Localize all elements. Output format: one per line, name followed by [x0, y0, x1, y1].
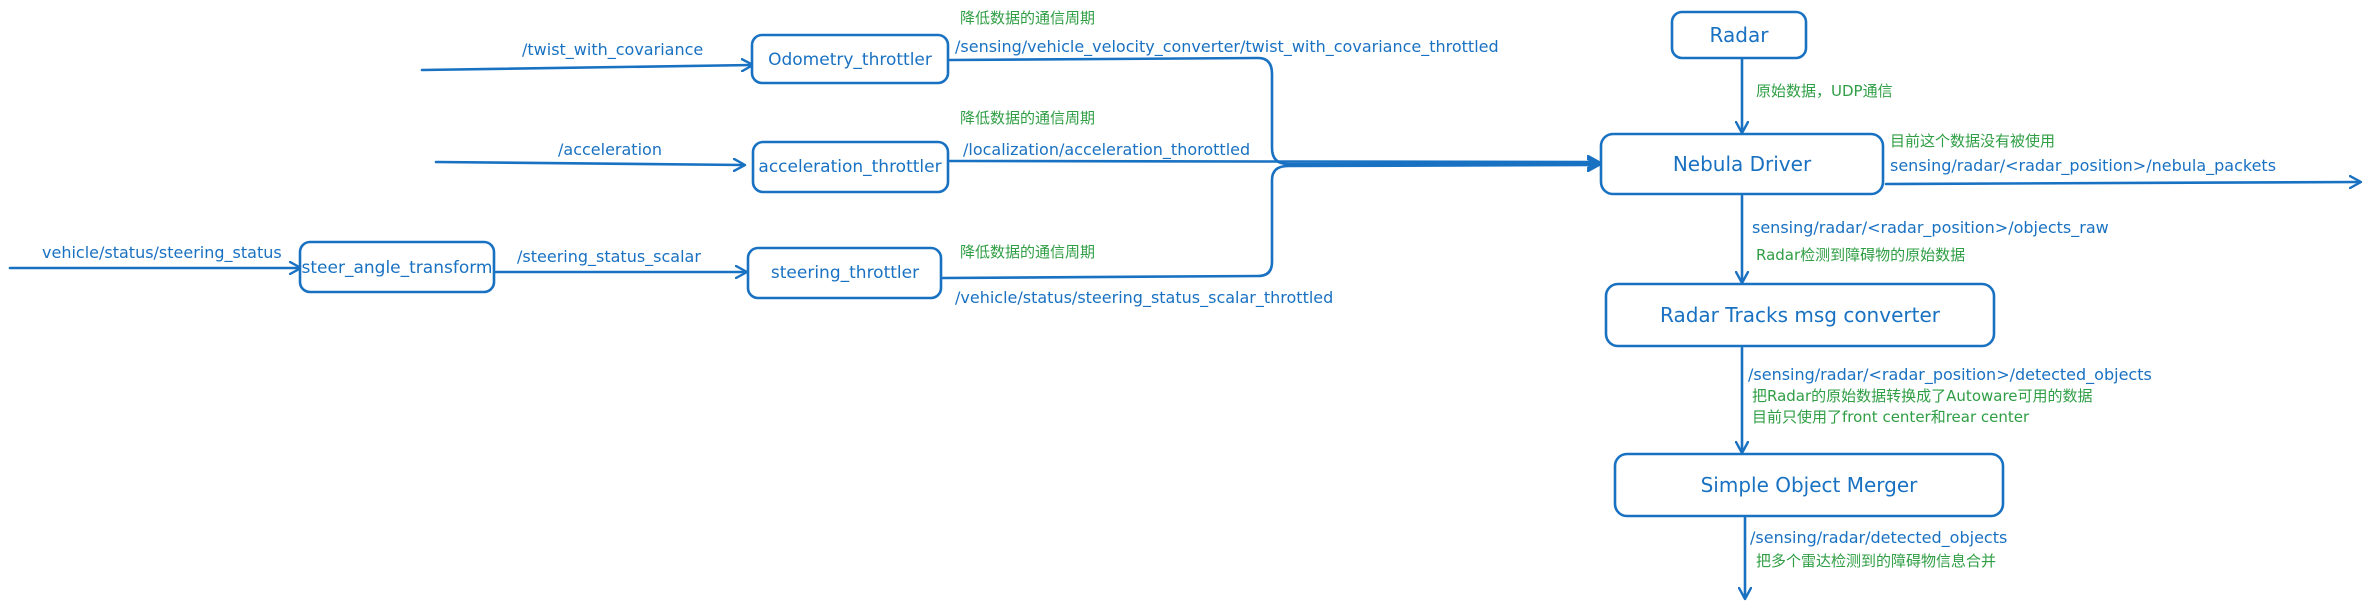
- topic-steering-status-scalar: /steering_status_scalar: [517, 247, 701, 267]
- simple-object-merger-node: Simple Object Merger: [1613, 452, 2005, 518]
- radar-tracks-converter-node: Radar Tracks msg converter: [1604, 282, 1996, 348]
- note-reduce-period-steering: 降低数据的通信周期: [960, 243, 1095, 261]
- topic-nebula-packets: sensing/radar/<radar_position>/nebula_pa…: [1890, 156, 2276, 176]
- note-radar-raw-obstacles: Radar检测到障碍物的原始数据: [1756, 246, 1965, 264]
- topic-detected-objects-position: /sensing/radar/<radar_position>/detected…: [1748, 365, 2152, 385]
- radar-node: Radar: [1670, 10, 1808, 60]
- odometry-throttler-node: Odometry_throttler: [750, 33, 950, 85]
- edge-acceleration-to-nebula: [948, 161, 1598, 162]
- steer-angle-transform-label: steer_angle_transform: [302, 258, 493, 278]
- edge-twist-input: [420, 65, 752, 70]
- edge-nebula-packets-out: [1884, 182, 2360, 184]
- nebula-driver-label: Nebula Driver: [1673, 152, 1812, 176]
- nebula-driver-node: Nebula Driver: [1599, 132, 1885, 196]
- topic-twist-with-covariance: /twist_with_covariance: [522, 40, 703, 60]
- odometry-throttler-label: Odometry_throttler: [768, 50, 932, 70]
- radar-tracks-converter-label: Radar Tracks msg converter: [1660, 303, 1941, 327]
- note-reduce-period-acceleration: 降低数据的通信周期: [960, 109, 1095, 127]
- topic-objects-raw: sensing/radar/<radar_position>/objects_r…: [1752, 218, 2109, 238]
- radar-label: Radar: [1710, 23, 1770, 47]
- steering-throttler-node: steering_throttler: [746, 246, 943, 300]
- note-unused: 目前这个数据没有被使用: [1890, 132, 2055, 150]
- steer-angle-transform-node: steer_angle_transform: [298, 240, 496, 294]
- topic-steering-status-input: vehicle/status/steering_status: [42, 243, 282, 263]
- topic-detected-objects: /sensing/radar/detected_objects: [1750, 528, 2007, 548]
- edge-acceleration-input: [434, 162, 744, 165]
- topic-acceleration: /acceleration: [558, 140, 662, 159]
- note-merge-radars: 把多个雷达检测到的障碍物信息合并: [1756, 552, 1996, 570]
- edge-odometry-to-nebula: [948, 56, 1598, 164]
- note-convert-autoware: 把Radar的原始数据转换成了Autoware可用的数据: [1752, 387, 2093, 405]
- acceleration-throttler-node: acceleration_throttler: [751, 140, 950, 194]
- simple-object-merger-label: Simple Object Merger: [1701, 473, 1919, 497]
- note-raw-udp: 原始数据，UDP通信: [1756, 82, 1893, 100]
- topic-acceleration-throttled: /localization/acceleration_thorottled: [963, 140, 1250, 160]
- topic-steering-throttled: /vehicle/status/steering_status_scalar_t…: [955, 288, 1333, 308]
- steering-throttler-label: steering_throttler: [771, 263, 919, 283]
- edge-steering-to-nebula: [941, 165, 1598, 280]
- topic-twist-throttled: /sensing/vehicle_velocity_converter/twis…: [955, 37, 1499, 57]
- note-front-rear-only: 目前只使用了front center和rear center: [1752, 408, 2030, 426]
- note-reduce-period-odometry: 降低数据的通信周期: [960, 9, 1095, 27]
- acceleration-throttler-label: acceleration_throttler: [758, 157, 941, 177]
